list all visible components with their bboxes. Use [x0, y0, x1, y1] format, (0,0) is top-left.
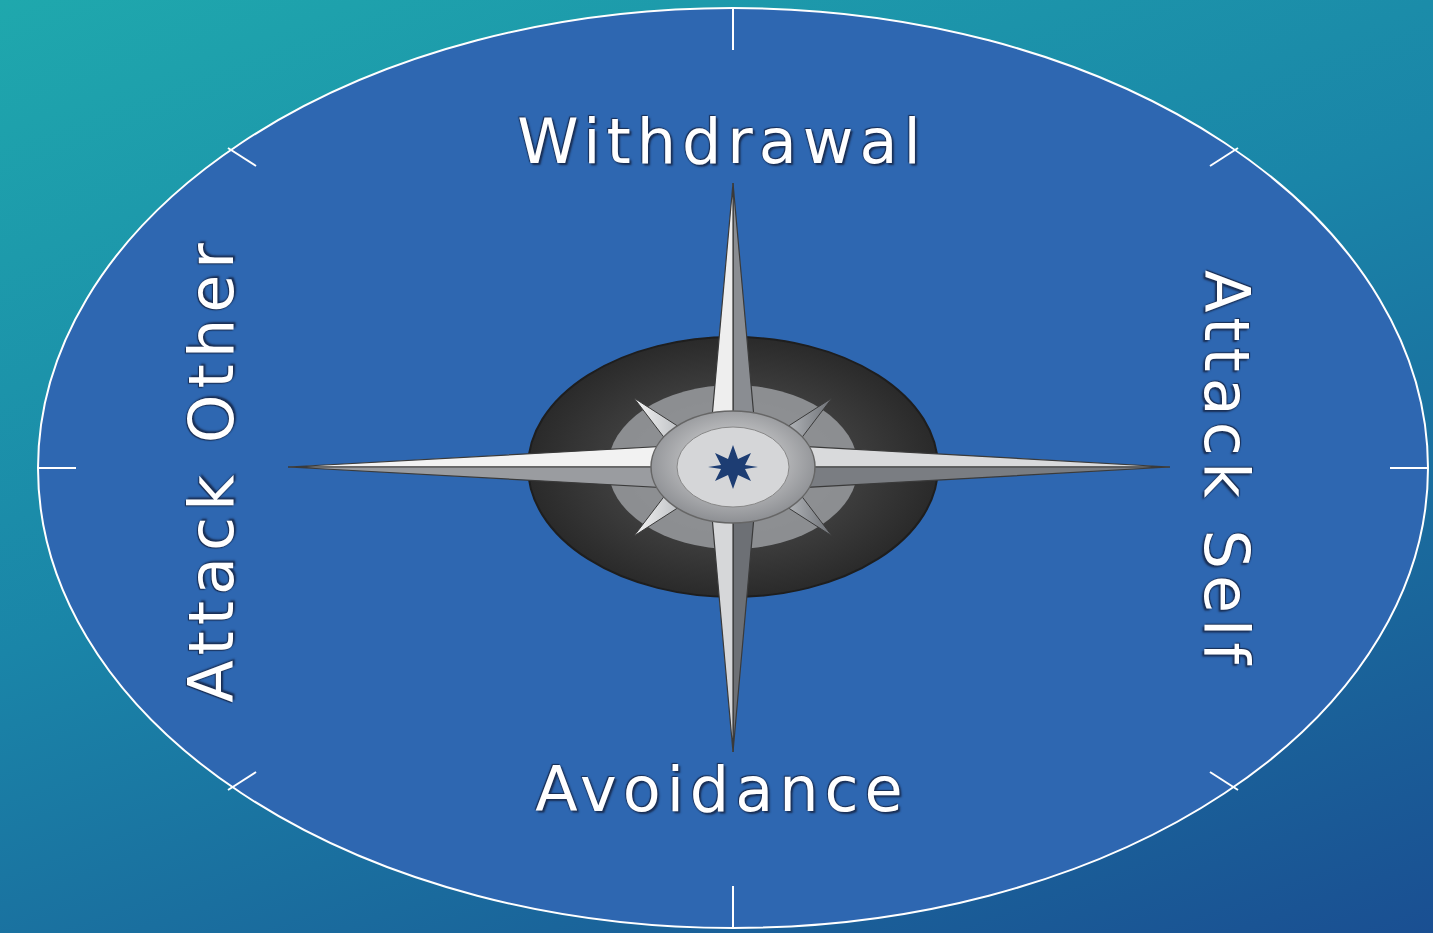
- compass-direction-label: Withdrawal: [517, 111, 927, 173]
- compass-direction-label: Attack Self: [1195, 270, 1257, 670]
- compass-direction-label: Avoidance: [535, 759, 909, 821]
- compass-direction-label: Attack Other: [181, 237, 243, 703]
